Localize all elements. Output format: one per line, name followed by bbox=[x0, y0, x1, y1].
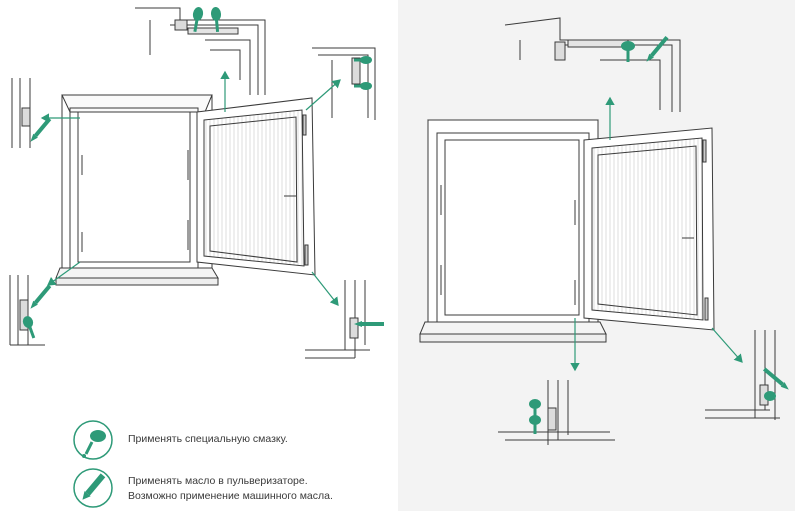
oil-spray-icon bbox=[30, 117, 52, 142]
legend-line: Применять масло в пульверизаторе. bbox=[128, 475, 308, 487]
legend-grease-brush-icon bbox=[73, 420, 113, 460]
grease-brush-icon bbox=[354, 56, 372, 64]
left-topright-detail bbox=[312, 47, 376, 120]
right-top-detail bbox=[504, 17, 681, 112]
right-bottomleft-detail bbox=[498, 380, 615, 445]
grease-brush-icon bbox=[22, 316, 36, 339]
legend-grease-text: Применять специальную смазку. bbox=[128, 432, 288, 447]
left-bottom-detail bbox=[9, 275, 45, 346]
grease-brush-icon bbox=[621, 41, 635, 62]
oil-spray-icon bbox=[354, 321, 384, 327]
legend-line: Применять специальную смазку. bbox=[128, 433, 288, 445]
right-lube-tools bbox=[529, 35, 789, 434]
left-bottomright-detail bbox=[305, 280, 370, 359]
legend-oil-spray-icon bbox=[73, 468, 113, 508]
right-window bbox=[419, 119, 715, 343]
oil-spray-icon bbox=[646, 35, 669, 62]
grease-brush-icon bbox=[210, 7, 222, 33]
left-top-detail bbox=[135, 7, 266, 95]
oil-spray-icon bbox=[30, 284, 52, 309]
grease-brush-icon bbox=[192, 7, 204, 32]
grease-brush-icon bbox=[764, 391, 776, 401]
left-side-detail bbox=[11, 78, 31, 148]
grease-brush-icon bbox=[354, 82, 372, 90]
oil-spray-icon bbox=[762, 367, 789, 390]
right-arrows bbox=[570, 96, 743, 372]
grease-brush-icon bbox=[529, 399, 541, 418]
left-lube-tools bbox=[22, 7, 384, 339]
legend-line: Возможно применение машинного масла. bbox=[128, 490, 333, 502]
left-window bbox=[55, 94, 316, 286]
legend-oil-text: Применять масло в пульверизаторе. Возмож… bbox=[128, 474, 333, 504]
grease-brush-icon bbox=[529, 415, 541, 434]
